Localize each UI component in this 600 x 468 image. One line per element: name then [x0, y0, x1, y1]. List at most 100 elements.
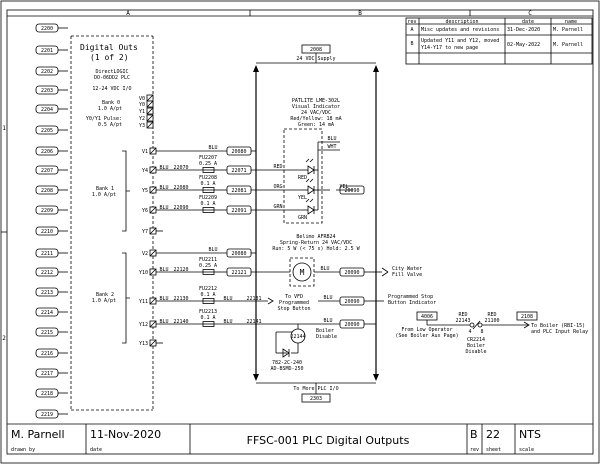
relay-coil-icon: [290, 328, 306, 344]
rung-number: 2214: [41, 310, 53, 316]
row-label-2: 2: [2, 335, 6, 342]
y0y1-pulse-rating: 0.5 A/pt: [98, 122, 122, 128]
wire-number-tag: [226, 146, 252, 156]
terminal-label: Y11: [139, 299, 148, 305]
wire-number-tag: [226, 267, 252, 277]
red-led-wire-color: RED: [273, 164, 282, 170]
boiler-out-ref-tag: [516, 311, 538, 321]
rung-number: 2217: [41, 371, 53, 377]
rung-number: 2201: [41, 48, 53, 54]
wire-number-tag: [339, 319, 365, 329]
sheet-number: 22: [486, 428, 500, 441]
terminal-screw-icon: [146, 114, 154, 122]
boiler-enable-circuit: 4006 From Low Operator (See Boiler Aux P…: [395, 311, 588, 355]
fuse-id: FU2212: [199, 286, 217, 292]
vfd-stop-link: To VFD Programmed Stop Button Programmed…: [267, 294, 436, 312]
terminal-screw-icon: [149, 268, 157, 276]
terminal-screw-icon: [146, 94, 154, 102]
relay-tag: CR2214: [467, 337, 485, 343]
drawing-date-label: date: [90, 447, 102, 453]
terminal-screw-icon: [149, 249, 157, 257]
y10-wire-color: BLU: [159, 267, 168, 273]
column-label-b: B: [358, 10, 362, 17]
rung-number: 2208: [41, 188, 53, 194]
plc-title-page: (1 of 2): [90, 53, 129, 62]
bank2-label: Bank 2: [96, 292, 114, 298]
relay-desc1: Boiler: [467, 343, 485, 349]
rung-number: 2207: [41, 168, 53, 174]
rev-b-name: M. Parnell: [553, 42, 583, 48]
wire-number-tag: [226, 205, 252, 215]
patlite-indicator: PATLITE LME-302L Visual Indicator 24 VAC…: [283, 98, 353, 224]
fuse-rating: 0.1 A: [200, 315, 215, 321]
drawing-title: FFSC-001 PLC Digital Outputs: [247, 434, 410, 447]
fill-valve-line1: City Water: [392, 266, 422, 272]
drawing-date: 11-Nov-2020: [90, 428, 161, 441]
terminal-screw-icon: [149, 166, 157, 174]
low-operator-ref: 4006: [421, 314, 433, 320]
terminal-label: Y1: [139, 109, 145, 115]
fuse-id: FU2207: [199, 155, 217, 161]
sheet-number-label: sheet: [486, 447, 501, 453]
red-led-icon: [307, 165, 315, 175]
terminal-screw-icon: [149, 339, 157, 347]
patlite-blu-wire: BLU: [327, 136, 336, 142]
rung-number: 2219: [41, 412, 53, 418]
terminal-label: Y10: [139, 270, 148, 276]
contact-terminal-4: 4: [468, 329, 471, 335]
bank2-rating: 1.0 A/pt: [92, 298, 116, 304]
revision-table: rev description date name A Misc updates…: [405, 17, 593, 65]
belimo-power: Run: 5 W (< 75 s) Hold: 2.5 W: [272, 246, 360, 252]
rev-a-date: 31-Dec-2020: [507, 27, 540, 33]
terminal-label: Y12: [139, 322, 148, 328]
yellow-led-icon: [307, 185, 315, 195]
bank1-rating: 1.0 A/pt: [92, 192, 116, 198]
drawn-by-label: drawn by: [11, 447, 35, 453]
low-operator-line2: (See Boiler Aux Page): [395, 333, 458, 339]
relay-in-wire-color: RED: [458, 312, 467, 318]
y4-wire-color: BLU: [159, 165, 168, 171]
rung-number: 2206: [41, 149, 53, 155]
rung-number: 2210: [41, 229, 53, 235]
wire-number: 20090: [344, 270, 359, 276]
rung-number: 2213: [41, 290, 53, 296]
belimo-model: Belimo AFRB24: [296, 234, 335, 240]
rev-a-description: Misc updates and revisions: [421, 27, 499, 33]
relay-contact-icon: [472, 320, 481, 330]
vfd-arrow-icon: [267, 297, 274, 305]
y12-wire-color: BLU: [159, 319, 168, 325]
y4-wire-number: 22070: [173, 165, 188, 171]
terminal-label: Y7: [142, 229, 148, 235]
contact-terminal-4-icon: [469, 322, 475, 328]
rung-number: 2211: [41, 251, 53, 257]
terminal-screw-icon: [146, 121, 154, 129]
rev-b-date: 02-May-2022: [507, 42, 540, 48]
rung-number: 2212: [41, 270, 53, 276]
wire-number: 22121: [231, 270, 246, 276]
fuse-id: FU2213: [199, 309, 217, 315]
rung-number-column: 2200220122022203220422052206220722082209…: [35, 23, 68, 419]
led-emission-icon: [305, 158, 314, 203]
terminal-screw-icon: [146, 107, 154, 115]
rung-number: 2218: [41, 391, 53, 397]
terminal-screw-icon: [149, 147, 157, 155]
terminal-screw-icon: [149, 227, 157, 235]
contact-terminal-8: 8: [480, 329, 483, 335]
rev-b-description-line2: Y14-Y17 to new page: [421, 45, 478, 51]
rung-number: 2202: [41, 69, 53, 75]
relay-coil-label2: Disable: [316, 334, 337, 340]
grn-led-wire-color: GRN: [273, 204, 282, 210]
rung-number: 2209: [41, 208, 53, 214]
drawing-scale-label: scale: [519, 447, 534, 453]
rev-a-letter: A: [410, 27, 413, 33]
v2-wire-color: BLU: [208, 247, 217, 253]
green-led-icon: [307, 205, 315, 215]
fuse-rating: 0.25 A: [199, 161, 217, 167]
wire-number: 20090: [344, 188, 359, 194]
org-led-wire-color: ORG: [273, 184, 282, 190]
wire-number: 20080: [231, 149, 246, 155]
